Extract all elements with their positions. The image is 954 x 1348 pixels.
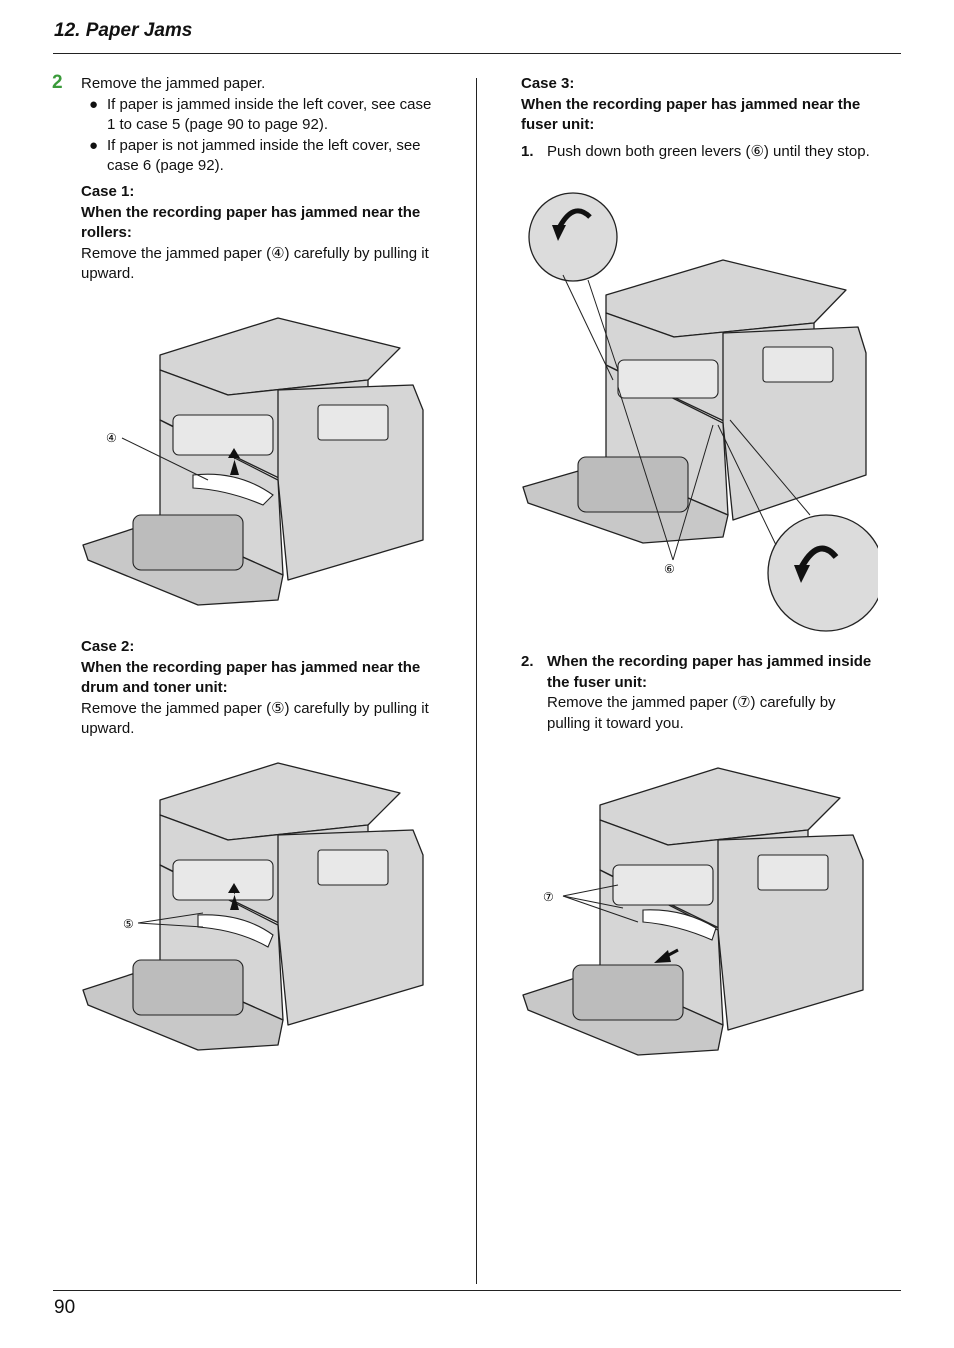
callout-7: ⑦ — [543, 890, 554, 904]
step-2-body: Remove the jammed paper (⑦) carefully by — [547, 694, 836, 711]
step-1-text: Push down both green levers (⑥) until th… — [547, 142, 870, 160]
step-2-body: pulling it toward you. — [547, 714, 684, 732]
step-2-heading: When the recording paper has jammed insi… — [547, 653, 872, 670]
case2-block: Case 2: When the recording paper has jam… — [81, 637, 466, 740]
callout-6: ⑥ — [664, 562, 675, 576]
printer-illustration-case3-levers: ⑥ — [522, 192, 878, 632]
column-divider — [476, 78, 477, 1284]
page-number: 90 — [54, 1297, 76, 1318]
bullet-mark: ● — [89, 95, 99, 113]
bullet-line: If paper is not jammed inside the left c… — [107, 136, 421, 154]
callout-4: ④ — [106, 431, 117, 445]
step-2-heading: the fuser unit: — [547, 673, 647, 691]
bullet-item: ● If paper is not jammed inside the left… — [81, 136, 466, 177]
case3-heading: When the recording paper has jammed near… — [521, 95, 861, 113]
case3-step-1: 1. Push down both green levers (⑥) until… — [521, 142, 906, 163]
step-2-number: 2. — [521, 653, 534, 670]
bullet-mark: ● — [89, 136, 99, 154]
bullet-line: case 6 (page 92). — [107, 157, 224, 174]
printer-illustration-case1: ④ — [82, 317, 424, 606]
step-text: Remove the jammed paper. — [81, 75, 266, 92]
case1-body: upward. — [81, 265, 135, 282]
case1-body: Remove the jammed paper (④) carefully by… — [81, 244, 429, 262]
left-column-text: Remove the jammed paper. ● If paper is j… — [81, 74, 466, 177]
case2-label: Case 2: — [81, 638, 135, 655]
case2-heading: When the recording paper has jammed near… — [81, 658, 421, 676]
case3-step-2: 2. When the recording paper has jammed i… — [521, 652, 906, 734]
header-rule — [53, 53, 901, 54]
case1-block: Case 1: When the recording paper has jam… — [81, 182, 466, 285]
case3-block: Case 3: When the recording paper has jam… — [521, 74, 906, 162]
step-1-number: 1. — [521, 142, 534, 160]
printer-illustration-case2: ⑤ — [82, 762, 424, 1051]
bullet-item: ● If paper is jammed inside the left cov… — [81, 95, 466, 136]
footer-rule — [53, 1290, 901, 1291]
case1-heading: rollers: — [81, 224, 132, 241]
case2-heading: drum and toner unit: — [81, 679, 228, 696]
bullet-line: 1 to case 5 (page 90 to page 92). — [107, 116, 328, 133]
case3-label: Case 3: — [521, 75, 575, 92]
case3-heading: fuser unit: — [521, 116, 595, 133]
bullet-line: If paper is jammed inside the left cover… — [107, 95, 432, 113]
page-header-title: 12. Paper Jams — [54, 20, 193, 41]
step-2-item: 2. When the recording paper has jammed i… — [521, 652, 906, 734]
printer-illustration-case3-fuser: ⑦ — [522, 767, 864, 1056]
case1-heading: When the recording paper has jammed near… — [81, 203, 421, 221]
case2-body: upward. — [81, 720, 135, 737]
case1-label: Case 1: — [81, 183, 135, 200]
callout-5: ⑤ — [123, 917, 134, 931]
case2-body: Remove the jammed paper (⑤) carefully by… — [81, 699, 429, 717]
step-number: 2 — [52, 72, 63, 93]
